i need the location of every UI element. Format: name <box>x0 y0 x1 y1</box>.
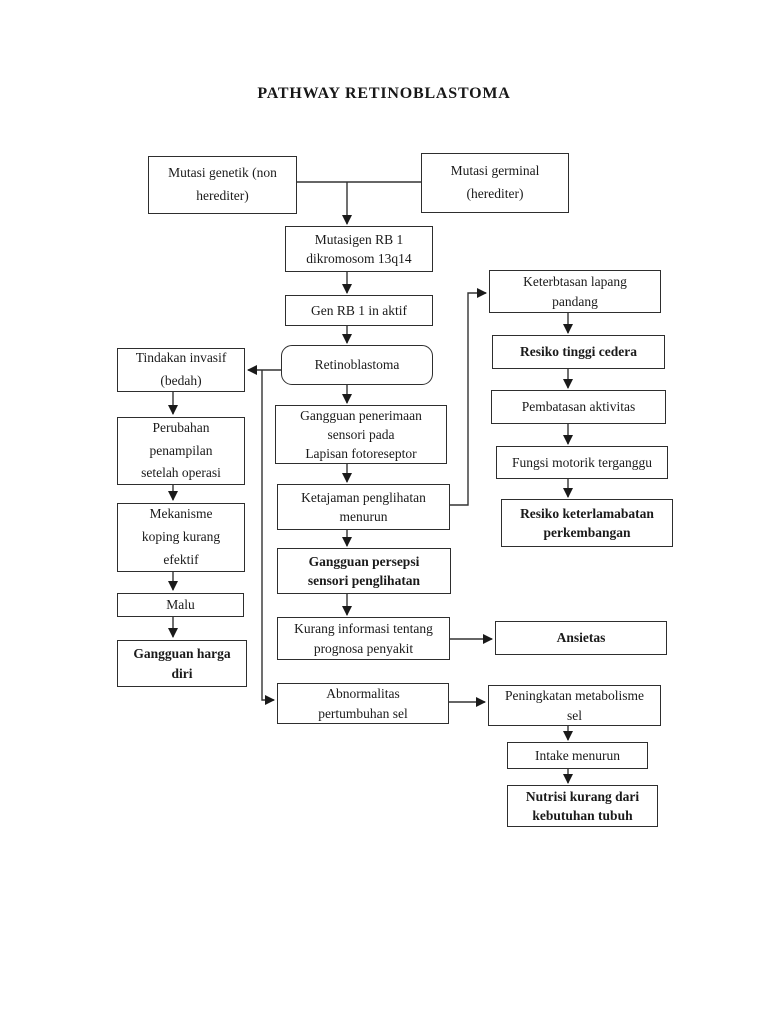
node-gangguan-harga-diri: Gangguan harga diri <box>117 640 247 687</box>
node-resiko-tinggi-cedera: Resiko tinggi cedera <box>492 335 665 369</box>
node-intake-menurun: Intake menurun <box>507 742 648 769</box>
node-mutasigen-rb1: Mutasigen RB 1 dikromosom 13q14 <box>285 226 433 272</box>
node-retinoblastoma: Retinoblastoma <box>281 345 433 385</box>
edge-retino-abnormalitas <box>261 370 275 705</box>
node-mutasi-germinal: Mutasi germinal (herediter) <box>421 153 569 213</box>
node-fungsi-motorik-terganggu: Fungsi motorik terganggu <box>496 446 668 479</box>
node-kurang-informasi: Kurang informasi tentang prognosa penyak… <box>277 617 450 660</box>
node-nutrisi-kurang: Nutrisi kurang dari kebutuhan tubuh <box>507 785 658 827</box>
node-peningkatan-metabolisme-sel: Peningkatan metabolisme sel <box>488 685 661 726</box>
node-ansietas: Ansietas <box>495 621 667 655</box>
node-keterbatasan-lapang-pandang: Keterbtasan lapang pandang <box>489 270 661 313</box>
node-tindakan-invasif: Tindakan invasif (bedah) <box>117 348 245 392</box>
node-malu: Malu <box>117 593 244 617</box>
node-perubahan-penampilan: Perubahan penampilan setelah operasi <box>117 417 245 485</box>
page-title: PATHWAY RETINOBLASTOMA <box>257 85 511 102</box>
node-gangguan-persepsi-sensori: Gangguan persepsi sensori penglihatan <box>277 548 451 594</box>
node-abnormalitas-pertumbuhan-sel: Abnormalitas pertumbuhan sel <box>277 683 449 724</box>
node-mekanisme-koping: Mekanisme koping kurang efektif <box>117 503 245 572</box>
node-ketajaman-penglihatan: Ketajaman penglihatan menurun <box>277 484 450 530</box>
edge-ketajaman-keterbatasan <box>450 288 487 506</box>
node-pembatasan-aktivitas: Pembatasan aktivitas <box>491 390 666 424</box>
node-gangguan-penerimaan-sensori: Gangguan penerimaan sensori pada Lapisan… <box>275 405 447 464</box>
node-gen-rb1-inaktif: Gen RB 1 in aktif <box>285 295 433 326</box>
node-mutasi-genetik: Mutasi genetik (non herediter) <box>148 156 297 214</box>
node-resiko-keterlambatan-perkembangan: Resiko keterlamabatan perkembangan <box>501 499 673 547</box>
